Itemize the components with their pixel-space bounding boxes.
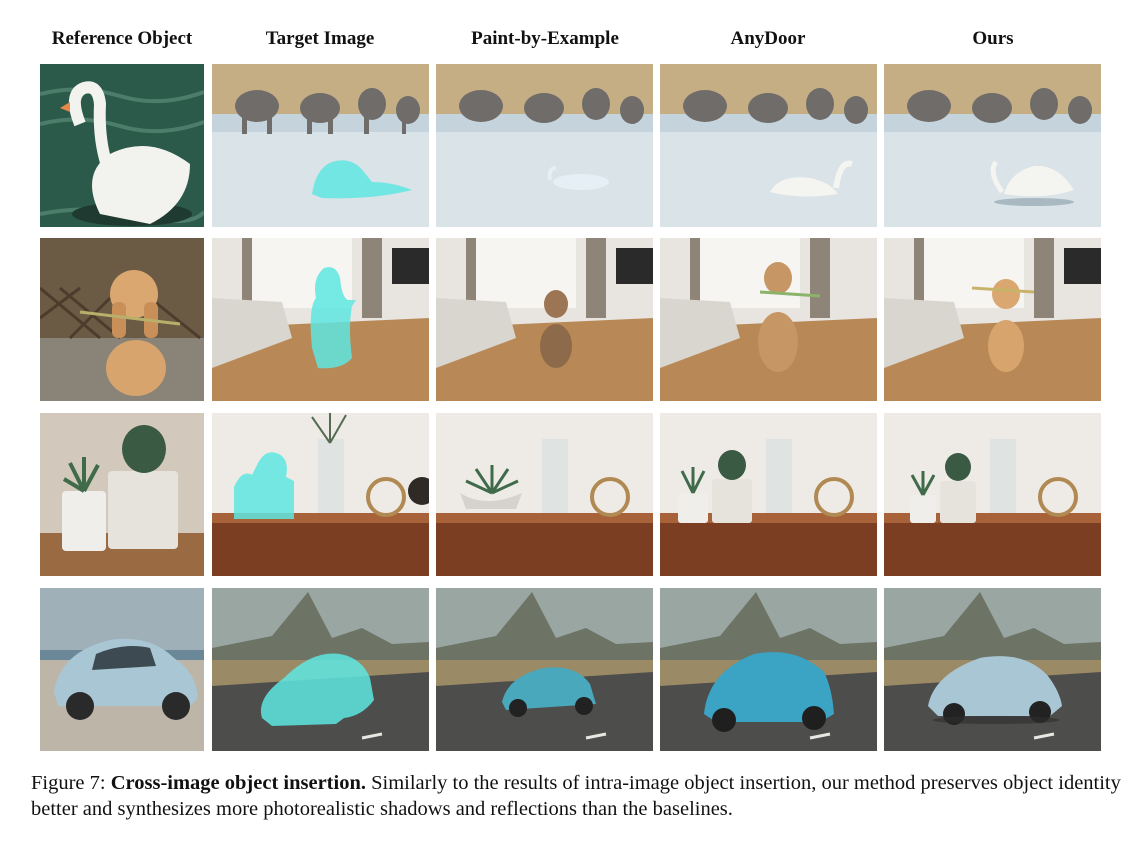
header-paint-by-example: Paint-by-Example xyxy=(471,28,619,49)
figure-description: Similarly to the results of intra-image … xyxy=(31,772,1121,820)
header-target-image: Target Image xyxy=(265,28,375,49)
ours-result-2 xyxy=(884,238,1101,401)
figure-title: Cross-image object insertion. xyxy=(110,772,366,794)
target-shelf-image xyxy=(212,413,429,576)
anydoor-result-3 xyxy=(660,413,877,576)
figure-label: Figure 7: xyxy=(31,772,106,794)
ours-result-4 xyxy=(884,588,1101,751)
anydoor-result-2 xyxy=(660,238,877,401)
header-reference-object: Reference Object xyxy=(51,28,193,49)
header-ours: Ours xyxy=(972,28,1014,49)
paint-by-example-result-4 xyxy=(436,588,653,751)
ours-result-1 xyxy=(884,64,1101,227)
swan-mask-icon xyxy=(312,160,412,199)
reference-swan-image xyxy=(40,64,204,227)
ours-result-3 xyxy=(884,413,1101,576)
anydoor-result-1 xyxy=(660,64,877,227)
reference-plants-image xyxy=(40,413,204,576)
target-elephants-image xyxy=(212,64,429,227)
target-living-room-image xyxy=(212,238,429,401)
anydoor-result-4 xyxy=(660,588,877,751)
paint-by-example-result-1 xyxy=(436,64,653,227)
figure-caption: Figure 7: Cross-image object insertion. … xyxy=(31,770,1121,822)
header-anydoor: AnyDoor xyxy=(730,28,806,49)
reference-car-image xyxy=(40,588,204,751)
dog-mask-icon xyxy=(310,267,356,369)
reference-dog-image xyxy=(40,238,204,401)
paint-by-example-result-3 xyxy=(436,413,653,576)
car-mask-icon xyxy=(260,653,374,726)
plants-mask-icon xyxy=(234,452,294,519)
paint-by-example-result-2 xyxy=(436,238,653,401)
target-desert-road-image xyxy=(212,588,429,751)
